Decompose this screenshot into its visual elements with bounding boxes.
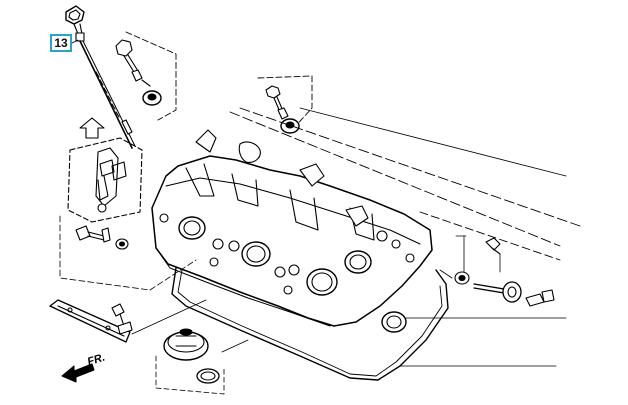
grommet-left[interactable]: [142, 90, 162, 106]
part-callout-13[interactable]: 13: [50, 34, 72, 52]
cover-bolt-left[interactable]: [115, 39, 151, 87]
dipstick[interactable]: [65, 5, 136, 149]
dipstick-tube-inset: [67, 137, 143, 223]
rail-bolt[interactable]: [111, 303, 133, 335]
long-stud[interactable]: [473, 281, 522, 303]
side-bolt[interactable]: [75, 225, 129, 250]
valve-cover-gasket[interactable]: [171, 267, 449, 381]
up-arrow-icon: [79, 117, 105, 139]
plug-seal[interactable]: [381, 311, 407, 333]
oil-filler-cap[interactable]: [163, 328, 209, 361]
filler-cap-o-ring[interactable]: [196, 368, 220, 384]
small-bolt-right[interactable]: [525, 289, 555, 307]
cover-bolt-right[interactable]: [265, 85, 289, 120]
rail-bracket[interactable]: [49, 299, 131, 343]
right-bolt[interactable]: [485, 237, 501, 255]
valve-cover[interactable]: [151, 129, 433, 327]
breather-washer[interactable]: [454, 271, 470, 285]
front-arrow-icon: [61, 363, 95, 383]
grommet-right[interactable]: [280, 118, 300, 134]
